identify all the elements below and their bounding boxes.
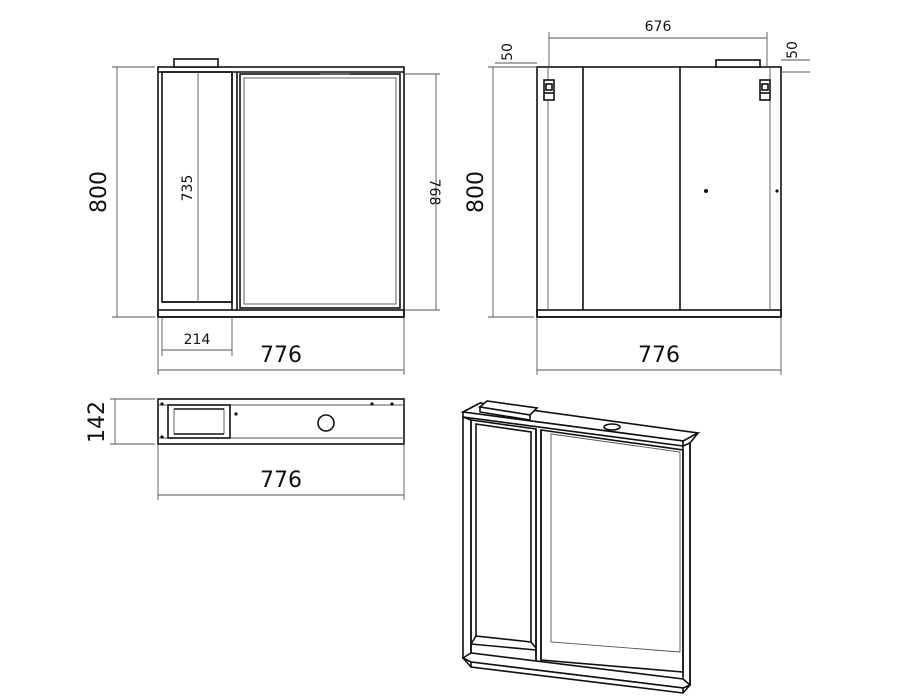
back-top-device xyxy=(715,59,761,68)
front-shelf-height-label: 735 xyxy=(180,175,196,202)
back-offset-right-label: 50 xyxy=(785,41,801,59)
top-outline xyxy=(157,398,405,445)
front-mirror-height-label: 768 xyxy=(426,179,442,206)
front-mirror-inner xyxy=(243,77,397,305)
front-width-label: 776 xyxy=(260,343,302,368)
iso-mirror-door xyxy=(540,429,684,673)
back-screw-dot xyxy=(704,189,708,193)
front-view: 800 735 768 214 776 xyxy=(87,58,442,375)
top-depth-label: 142 xyxy=(85,401,110,443)
iso-shelf-section xyxy=(470,419,537,669)
back-view: 676 50 50 800 776 xyxy=(464,19,810,375)
back-mount-width-label: 676 xyxy=(645,19,672,35)
back-bottom-board xyxy=(536,309,782,318)
iso-hole-icon xyxy=(603,423,621,431)
top-hole-icon xyxy=(317,414,335,432)
left-hanger-icon xyxy=(543,79,555,101)
back-cabinet-outline xyxy=(536,66,782,318)
iso-left-side xyxy=(462,415,472,664)
top-width-label: 776 xyxy=(260,468,302,493)
perspective-view xyxy=(460,400,701,694)
front-bottom-board xyxy=(157,309,405,318)
front-shelf-width-label: 214 xyxy=(184,332,211,348)
back-screw-dot xyxy=(775,189,779,193)
front-shelf-section xyxy=(161,71,233,303)
front-mirror-door xyxy=(239,73,401,309)
front-height-label: 800 xyxy=(87,171,112,213)
top-device xyxy=(167,404,231,439)
back-height-label: 800 xyxy=(464,171,489,213)
back-width-label: 776 xyxy=(638,343,680,368)
front-top-device xyxy=(173,58,219,68)
right-hanger-icon xyxy=(759,79,771,101)
iso-right-side xyxy=(682,441,691,690)
top-view: 142 776 xyxy=(85,398,405,500)
back-offset-left-label: 50 xyxy=(500,43,516,61)
